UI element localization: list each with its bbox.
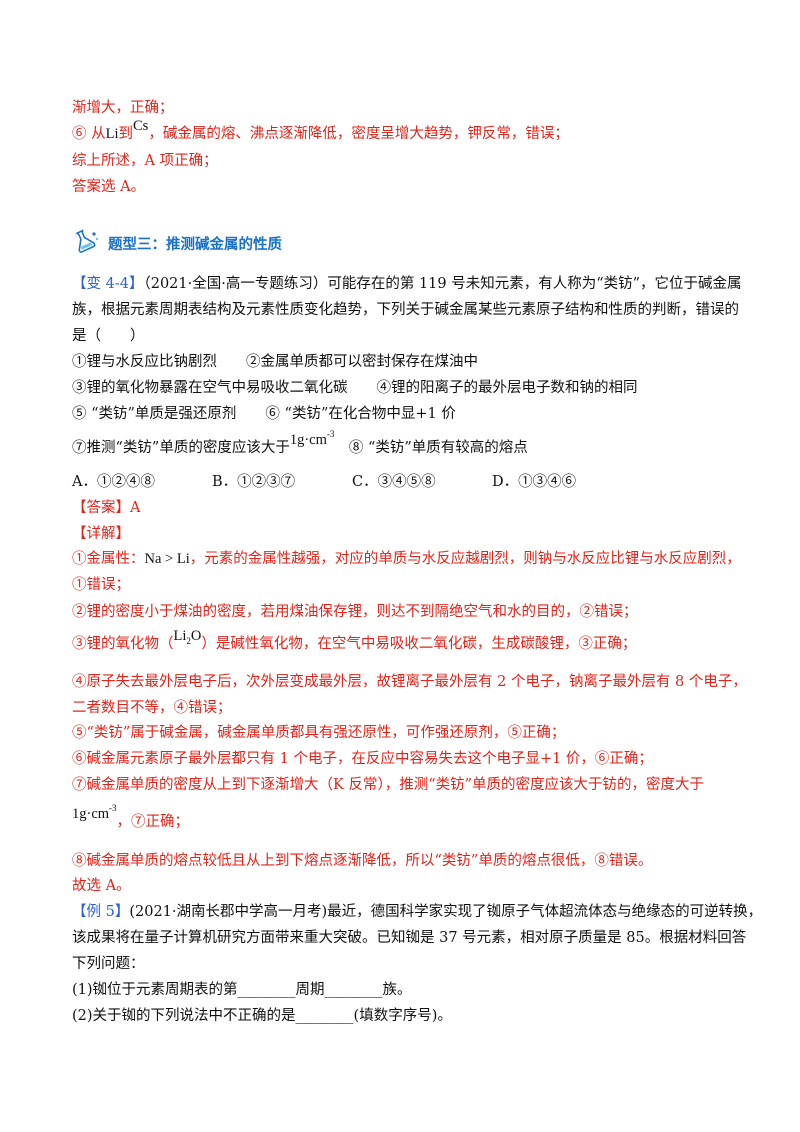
statement-2: ③锂的氧化物暴露在空气中易吸收二氧化碳 ④锂的阳离子的最外层电子数和钠的相同	[72, 380, 638, 396]
detail-line-3: ③锂的氧化物（Li2O）是碱性氧化物，在空气中易吸收二氧化碳，生成碳酸锂，③正确…	[72, 628, 637, 655]
text: (2021·湖南长郡中学高一月考)最近，德国科学家实现了铷原子气体超流体态与绝缘…	[129, 904, 763, 920]
text: ，元素的金属性越强，对应的单质与水反应越剧烈，则钠与水反应比锂与水反应剧烈，	[189, 551, 741, 567]
solution-line-4: 答案选 A。	[72, 179, 146, 195]
example-question-2: (2)关于铷的下列说法中不正确的是________(填数字序号)。	[72, 1008, 452, 1024]
subscript: 2	[186, 636, 191, 646]
section-heading: 题型三：推测碱金属的性质	[72, 229, 282, 257]
answer-value: A	[130, 500, 141, 516]
detail-line-4b: 二者数目不等，④错误；	[72, 700, 232, 716]
formula-na-li: Na > Li	[144, 551, 190, 567]
option-a: A．①②④⑧	[72, 474, 155, 490]
solution-line-3: 综上所述，A 项正确；	[72, 153, 218, 169]
formula-density-2: 1g·cm-3	[72, 803, 117, 822]
text: 1g·cm	[72, 806, 110, 822]
example-tag: 【例 5】	[72, 904, 130, 920]
example-question-1: (1)铷位于元素周期表的第________周期________族。	[72, 982, 412, 998]
section-title: 题型三：推测碱金属的性质	[108, 236, 282, 253]
detail-line-4: ④原子失去最外层电子后，次外层变成最外层，故锂离子最外层有 2 个电子，钠离子最…	[72, 674, 747, 690]
text: ⑧ “类钫”单质有较高的熔点	[334, 440, 528, 456]
detail-line-1b: ①错误；	[72, 577, 130, 593]
detail-line-6: ⑥碱金属元素原子最外层都只有 1 个电子，在反应中容易失去这个电子显+1 价，⑥…	[72, 751, 653, 767]
text: ，碱金属的熔、沸点逐渐降低，密度呈增大趋势，钾反常，错误；	[148, 126, 569, 142]
text: O	[190, 628, 202, 644]
formula-cs: Cs	[133, 118, 149, 134]
option-b: B．①②③⑦	[212, 474, 296, 490]
text: ⑥ 从	[72, 126, 106, 142]
text: ⑦推测“类钫”单质的密度应该大于	[72, 440, 290, 456]
statement-4: ⑦推测“类钫”单质的密度应该大于1g·cm-3 ⑧ “类钫”单质有较高的熔点	[72, 429, 528, 459]
statement-1: ①锂与水反应比钠剧烈 ②金属单质都可以密封保存在煤油中	[72, 354, 478, 370]
formula-li: Li	[105, 126, 119, 142]
text: 1g·cm	[289, 432, 327, 448]
option-c: C．③④⑤⑧	[352, 474, 436, 490]
question-line-1: 【变 4-4】（2021·全国·高一专题练习）可能存在的第 119 号未知元素，…	[72, 274, 742, 294]
question-tag: 【变 4-4】	[72, 276, 144, 292]
option-d: D．①③④⑥	[492, 474, 577, 490]
exponent: -3	[109, 803, 117, 813]
example-line-1: 【例 5】(2021·湖南长郡中学高一月考)最近，德国科学家实现了铷原子气体超流…	[72, 902, 762, 922]
flask-icon	[72, 229, 100, 257]
text: （2021·全国·高一专题练习）可能存在的第 119 号未知元素，有人称为“类钫…	[143, 276, 742, 292]
question-line-3: 是（ ）	[72, 328, 145, 344]
detail-line-7b: 1g·cm-3，⑦正确；	[72, 803, 190, 833]
answer-line: 【答案】A	[72, 498, 140, 518]
text: 到	[118, 126, 134, 142]
example-line-3: 下列问题：	[72, 956, 145, 972]
exponent: -3	[326, 429, 335, 439]
solution-line-1: 渐增大，正确；	[72, 100, 174, 116]
example-line-2: 该成果将在量子计算机研究方面带来重大突破。已知铷是 37 号元素，相对原子质量是…	[72, 930, 747, 946]
question-line-2: 族，根据元素周期表结构及元素性质变化趋势，下列关于碱金属某些元素原子结构和性质的…	[72, 302, 739, 318]
text: ）是碱性氧化物，在空气中易吸收二氧化碳，生成碳酸锂，③正确；	[201, 636, 637, 652]
formula-li2o: Li2O	[173, 628, 202, 646]
detail-line-1: ①金属性：Na > Li，元素的金属性越强，对应的单质与水反应越剧烈，则钠与水反…	[72, 549, 741, 569]
text: ，⑦正确；	[116, 814, 190, 830]
formula-density: 1g·cm-3	[289, 429, 335, 448]
text: Li	[173, 628, 187, 644]
options-row: A．①②④⑧ B．①②③⑦ C．③④⑤⑧ D．①③④⑥	[72, 472, 632, 492]
detail-line-9: 故选 A。	[72, 878, 131, 894]
detail-line-8: ⑧碱金属单质的熔点较低且从上到下熔点逐渐降低，所以“类钫”单质的熔点很低，⑧错误…	[72, 853, 653, 869]
text: ③锂的氧化物（	[72, 636, 174, 652]
detail-line-5: ⑤“类钫”属于碱金属，碱金属单质都具有强还原性，可作强还原剂，⑤正确；	[72, 725, 566, 741]
detail-tag: 【详解】	[72, 526, 130, 542]
statement-3: ⑤ “类钫”单质是强还原剂 ⑥ “类钫”在化合物中显+1 价	[72, 406, 456, 422]
text: ①金属性：	[72, 551, 145, 567]
detail-line-2: ②锂的密度小于煤油的密度，若用煤油保存锂，则达不到隔绝空气和水的目的，②错误；	[72, 604, 638, 620]
answer-tag: 【答案】	[72, 500, 130, 516]
detail-line-7: ⑦碱金属单质的密度从上到下逐渐增大（K 反常），推测“类钫”单质的密度应该大于钫…	[72, 777, 705, 793]
solution-line-2: ⑥ 从Li到Cs，碱金属的熔、沸点逐渐降低，密度呈增大趋势，钾反常，错误；	[72, 118, 569, 144]
